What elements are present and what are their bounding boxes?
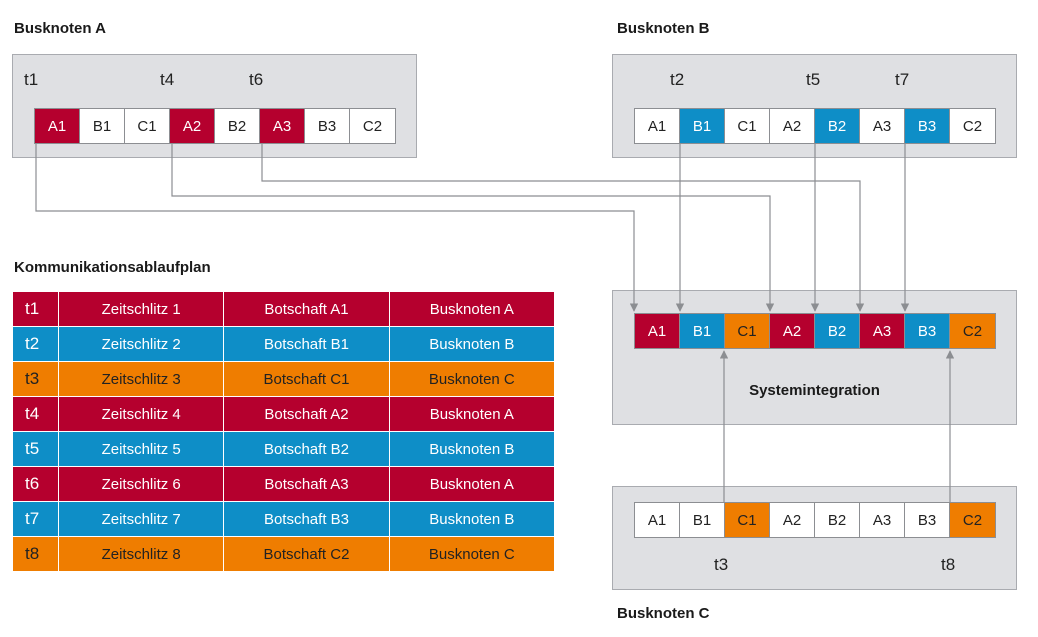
integration-slot-c2: C2 bbox=[950, 314, 995, 348]
node-c-slot-a3: A3 bbox=[860, 503, 905, 537]
plan-node-cell: Busknoten C bbox=[388, 361, 556, 397]
node-a-slot-b1: B1 bbox=[80, 109, 125, 143]
node-b-slot-a1: A1 bbox=[635, 109, 680, 143]
node-b-slot-b2: B2 bbox=[815, 109, 860, 143]
plan-time-cell: t3 bbox=[12, 361, 59, 397]
plan-message-cell: Botschaft B2 bbox=[223, 431, 390, 467]
integration-slot-b1: B1 bbox=[680, 314, 725, 348]
plan-slot-cell: Zeitschlitz 2 bbox=[57, 326, 225, 362]
plan-slot-cell: Zeitschlitz 1 bbox=[57, 291, 225, 327]
integration-slot-a1: A1 bbox=[635, 314, 680, 348]
node-c-slot-a1: A1 bbox=[635, 503, 680, 537]
plan-node-cell: Busknoten A bbox=[388, 396, 556, 432]
node-c-time-label: t3 bbox=[714, 555, 729, 574]
node-b-time-label: t7 bbox=[895, 70, 910, 89]
node-a-time-label: t1 bbox=[24, 70, 39, 89]
integration-label: Systemintegration bbox=[749, 382, 880, 399]
plan-time-cell: t8 bbox=[12, 536, 59, 572]
node-a-time-label: t4 bbox=[160, 70, 175, 89]
plan-slot-cell: Zeitschlitz 3 bbox=[57, 361, 225, 397]
node-c-title: Busknoten C bbox=[617, 605, 710, 622]
node-a-slot-c2: C2 bbox=[362, 117, 383, 135]
plan-time-cell: t1 bbox=[12, 291, 59, 327]
plan-time-cell: t5 bbox=[12, 431, 59, 467]
node-c-slot-b2: B2 bbox=[815, 503, 860, 537]
plan-node-cell: Busknoten B bbox=[388, 326, 556, 362]
node-a-title: Busknoten A bbox=[14, 20, 106, 37]
integration-slot-a2: A2 bbox=[770, 314, 815, 348]
plan-slot-cell: Zeitschlitz 4 bbox=[57, 396, 225, 432]
node-b-slot-a3: A3 bbox=[860, 109, 905, 143]
node-c-slot-a2: A2 bbox=[770, 503, 815, 537]
integration-slot-a3: A3 bbox=[860, 314, 905, 348]
plan-message-cell: Botschaft B3 bbox=[223, 501, 390, 537]
node-a-slot-b2: B2 bbox=[215, 109, 260, 143]
node-a-slot-a3: A3 bbox=[260, 109, 305, 143]
plan-time-cell: t6 bbox=[12, 466, 59, 502]
integration-slot-c1: C1 bbox=[725, 314, 770, 348]
node-b-slot-b3: B3 bbox=[905, 109, 950, 143]
connector-a2 bbox=[171, 144, 775, 312]
node-b-title: Busknoten B bbox=[617, 20, 710, 37]
plan-slot-cell: Zeitschlitz 7 bbox=[57, 501, 225, 537]
integration-slot-b3: B3 bbox=[905, 314, 950, 348]
plan-message-cell: Botschaft B1 bbox=[223, 326, 390, 362]
node-c-slot-b3: B3 bbox=[905, 503, 950, 537]
node-a-slot-a1: A1 bbox=[35, 109, 80, 143]
plan-node-cell: Busknoten C bbox=[388, 536, 556, 572]
node-c-slot-c1: C1 bbox=[725, 503, 770, 537]
node-c-time-label: t8 bbox=[941, 555, 956, 574]
plan-node-cell: Busknoten A bbox=[388, 466, 556, 502]
node-b-slot-c1: C1 bbox=[725, 109, 770, 143]
plan-node-cell: Busknoten A bbox=[388, 291, 556, 327]
plan-time-cell: t7 bbox=[12, 501, 59, 537]
node-b-time-label: t2 bbox=[670, 70, 685, 89]
plan-message-cell: Botschaft A1 bbox=[223, 291, 390, 327]
node-b-slot-b1: B1 bbox=[680, 109, 725, 143]
plan-slot-cell: Zeitschlitz 8 bbox=[57, 536, 225, 572]
plan-message-cell: Botschaft A2 bbox=[223, 396, 390, 432]
node-c-slot-b1: B1 bbox=[680, 503, 725, 537]
node-a-slot-b3: B3 bbox=[305, 109, 350, 143]
integration-panel bbox=[612, 290, 1017, 425]
plan-time-cell: t4 bbox=[12, 396, 59, 432]
plan-node-cell: Busknoten B bbox=[388, 431, 556, 467]
node-a-slot-a2: A2 bbox=[170, 109, 215, 143]
node-b-slot-a2: A2 bbox=[770, 109, 815, 143]
plan-title: Kommunikationsablaufplan bbox=[14, 259, 211, 276]
node-b-slot-c2: C2 bbox=[962, 117, 983, 135]
plan-slot-cell: Zeitschlitz 6 bbox=[57, 466, 225, 502]
connector-a3 bbox=[261, 144, 865, 312]
plan-message-cell: Botschaft C2 bbox=[223, 536, 390, 572]
plan-message-cell: Botschaft C1 bbox=[223, 361, 390, 397]
node-c-slot-c2: C2 bbox=[950, 503, 995, 537]
plan-time-cell: t2 bbox=[12, 326, 59, 362]
connector-a1 bbox=[35, 144, 639, 312]
node-b-time-label: t5 bbox=[806, 70, 821, 89]
integration-slot-b2: B2 bbox=[815, 314, 860, 348]
plan-message-cell: Botschaft A3 bbox=[223, 466, 390, 502]
node-a-slot-c1: C1 bbox=[125, 109, 170, 143]
plan-slot-cell: Zeitschlitz 5 bbox=[57, 431, 225, 467]
node-a-time-label: t6 bbox=[249, 70, 264, 89]
plan-node-cell: Busknoten B bbox=[388, 501, 556, 537]
